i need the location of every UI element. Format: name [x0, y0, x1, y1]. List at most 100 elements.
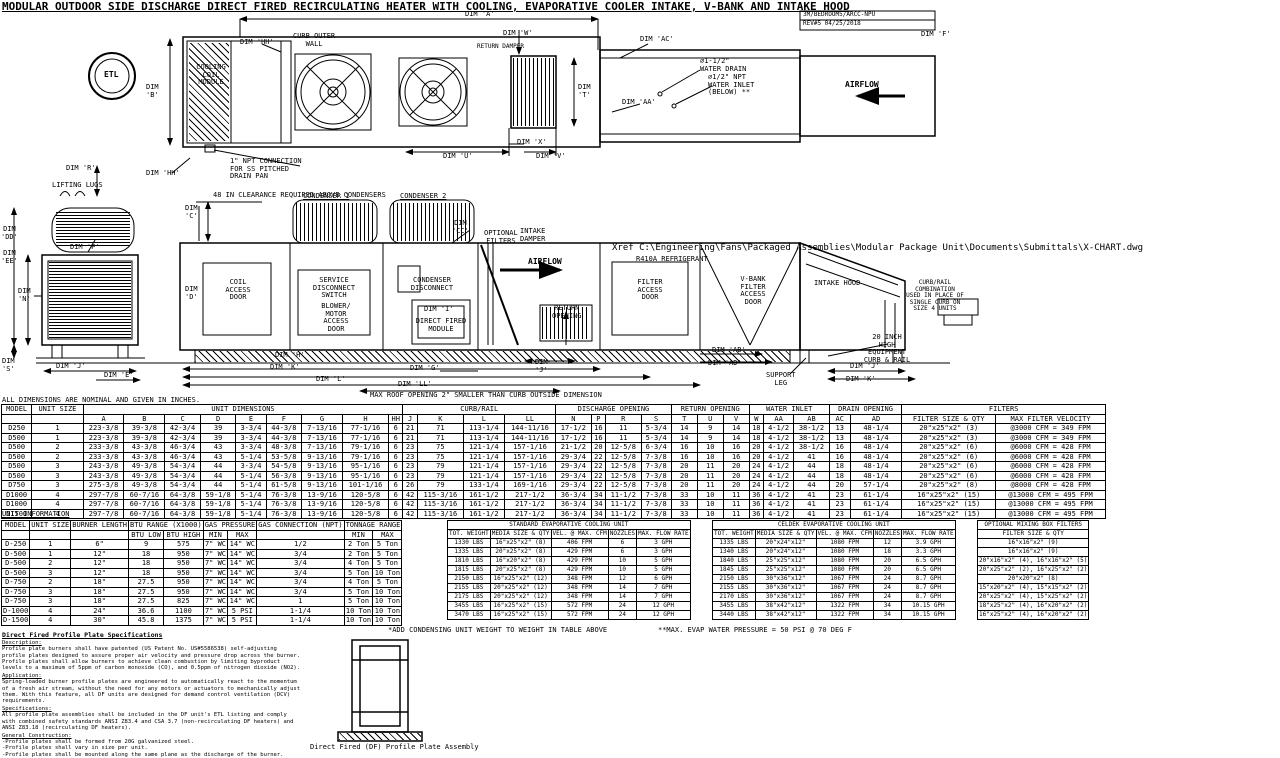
spec-general-item: -Profile plates shall be mounted along t… — [2, 751, 284, 758]
dim-c-label: DIM 'C' — [185, 204, 198, 220]
dim-dd-label: DIM 'DD' — [1, 225, 18, 241]
dimensions-note: ALL DIMENSIONS ARE NOMINAL AND GIVEN IN … — [2, 396, 201, 404]
lifting-lugs-label: LIFTING LUGS — [52, 181, 103, 189]
dim-hh-left-label: DIM 'HH' — [146, 169, 180, 177]
condenser-fan-housing-1 — [294, 53, 372, 131]
optional-filters-label: OPTIONAL FILTERS — [484, 229, 518, 245]
condenser-fan-icon-1 — [295, 54, 371, 130]
unit-information-label: UNIT INFORMATION — [2, 510, 70, 518]
condenser-1-label: CONDENSER 1 — [303, 192, 350, 200]
dim-j-right-label: DIM 'J' — [850, 362, 880, 370]
profile-plate-assembly-drawing — [337, 639, 423, 742]
water-pressure-note: **MAX. EVAP WATER PRESSURE = 50 PSI @ 70… — [658, 626, 852, 634]
spec-body-description: Profile plate burners shall have patente… — [2, 646, 301, 672]
spec-general-item: -Profile plates shall be formed from 20G… — [2, 739, 195, 746]
support-leg-label: SUPPORT LEG — [766, 371, 796, 387]
condenser-1-fins — [296, 203, 374, 241]
dim-cc-label: DIM 'CC' — [452, 219, 469, 235]
dim-ee-label: DIM 'EE' — [1, 249, 18, 265]
return-damper-label: RETURN DAMPER — [477, 43, 524, 50]
spec-body-specifications: All profile plate assemblies shall be in… — [2, 712, 294, 731]
filter-access-door-label: FILTER ACCESS DOOR — [637, 278, 663, 301]
spec-heading-application: Application: — [2, 673, 42, 680]
condenser-fan-icon-2 — [399, 58, 467, 126]
condenser-1-coil — [292, 199, 378, 244]
dim-v-label: DIM 'V' — [536, 152, 566, 160]
water-drain-label: ∅1-1/2" WATER DRAIN — [700, 57, 747, 73]
dim-k2-label: DIM 'K' — [846, 375, 876, 383]
dim-n-label: DIM 'N' — [18, 287, 31, 303]
return-opening-label: RETURN OPENING — [552, 304, 582, 320]
condenser-2-label: CONDENSER 2 — [400, 192, 447, 200]
dim-ll-label: DIM 'LL' — [398, 380, 432, 388]
revision-line-1: 3M/BEDROOM5/ARCC-NPU — [803, 11, 876, 18]
return-damper-louvers — [513, 58, 554, 126]
dim-j-mid-label: DIM 'J' — [535, 358, 548, 374]
condensing-weight-note: *ADD CONDENSING UNIT WEIGHT TO WEIGHT IN… — [388, 626, 608, 634]
dim-g-label: DIM 'G' — [410, 364, 440, 372]
profile-base-hatch — [339, 733, 421, 740]
dim-p-label: DIM 'P' — [70, 243, 100, 251]
cooling-coil-hatch — [189, 43, 229, 141]
cooling-coil-module-label: COOLING COIL MODULE — [196, 63, 226, 86]
npt-connection-label: 1" NPT CONNECTION FOR SS PITCHED DRAIN P… — [230, 157, 302, 180]
vbank-access-door-label: V-BANK FILTER ACCESS DOOR — [740, 275, 766, 306]
dim-x-label: DIM 'X' — [517, 138, 547, 146]
airflow-plan-label: AIRFLOW — [845, 80, 879, 89]
dim-hh-top-label: DIM 'HH' — [240, 38, 274, 46]
dim-d-label: DIM 'D' — [185, 285, 198, 301]
dim-e-label: DIM 'E' — [104, 371, 134, 379]
dim-a-label: DIM 'A' — [465, 10, 495, 18]
equipment-curb-label: 20 INCH HIGH EQUIPMENT CURB & RAIL — [863, 333, 911, 364]
condenser-disconnect-label: CONDENSER DISCONNECT — [410, 276, 454, 292]
spec-title: Direct Fired Profile Plate Specification… — [2, 631, 163, 639]
intake-damper-label: INTAKE DAMPER — [520, 227, 546, 243]
curb-outer-wall-label: CURB OUTER WALL — [293, 32, 336, 48]
dim-k1-label: DIM 'K' — [270, 363, 300, 371]
direct-fired-module-label: DIRECT FIRED MODULE — [415, 317, 467, 333]
dim-b-label: DIM 'B' — [146, 83, 159, 99]
revision-line-2: REV#5 04/25/2018 — [803, 20, 861, 27]
intake-damper-blade — [480, 244, 519, 346]
xref-text: Xref C:\Engineering\Fans\Packaged Assemb… — [612, 243, 1144, 253]
dim-ac-label: DIM 'AC' — [640, 35, 674, 43]
refrigerant-label: R410A REFRIGERANT — [636, 255, 708, 263]
dim-t-label: DIM 'T' — [578, 83, 591, 99]
service-disconnect-label: SERVICE DISCONNECT SWITCH — [312, 276, 356, 299]
return-damper-grille — [510, 55, 557, 129]
dim-f-label: DIM 'F' — [921, 30, 951, 38]
dim-r-label: DIM 'R' — [66, 164, 96, 172]
profile-assembly-caption: Direct Fired (DF) Profile Plate Assembly — [310, 743, 479, 751]
spec-heading-description: Description: — [2, 640, 42, 647]
page-title: MODULAR OUTDOOR SIDE DISCHARGE DIRECT FI… — [2, 0, 850, 13]
dim-aa-label: DIM 'AA' — [622, 98, 656, 106]
dim-l-label: DIM 'L' — [316, 375, 346, 383]
roof-opening-note: MAX ROOF OPENING 2" SMALLER THAN CURB OU… — [370, 391, 602, 399]
dim-ad-label: DIM 'AD' — [708, 359, 742, 367]
dim-w-label: DIM 'W' — [503, 29, 533, 37]
dim-s-label: DIM 'S' — [2, 357, 15, 373]
dim-h-label: DIM 'H' — [275, 351, 305, 359]
intake-hood-label: INTAKE HOOD — [814, 279, 861, 287]
spec-heading-general: General Construction: — [2, 733, 72, 740]
coil-access-door-label: COIL ACCESS DOOR — [225, 278, 251, 301]
profile-plate-specs: Direct Fired Profile Plate Specification… — [2, 632, 302, 758]
dim-u-label: DIM 'U' — [443, 152, 473, 160]
clearance-note: 48 IN CLEARANCE REQUIRED ABOVE CONDENSER… — [213, 191, 386, 199]
spec-heading-specifications: Specifications: — [2, 706, 52, 713]
dim-j-left-label: DIM 'J' — [56, 362, 86, 370]
spec-general-item: -Profile plates shall vary in size per u… — [2, 745, 148, 752]
airflow-elevation-label: AIRFLOW — [528, 257, 562, 266]
water-inlet-label: ∅1/2" NPT WATER INLET (BELOW) ** — [708, 73, 755, 96]
condenser-fan-housing-2 — [398, 57, 468, 127]
curb-rail-combo-label: CURB/RAIL COMBINATION USED IN PLACE OF S… — [906, 279, 964, 312]
dim-ab-label: DIM 'AB' — [712, 346, 746, 354]
spec-body-application: Spring-loaded burner profile plates are … — [2, 679, 301, 705]
end-view-coil-fins — [49, 262, 131, 338]
